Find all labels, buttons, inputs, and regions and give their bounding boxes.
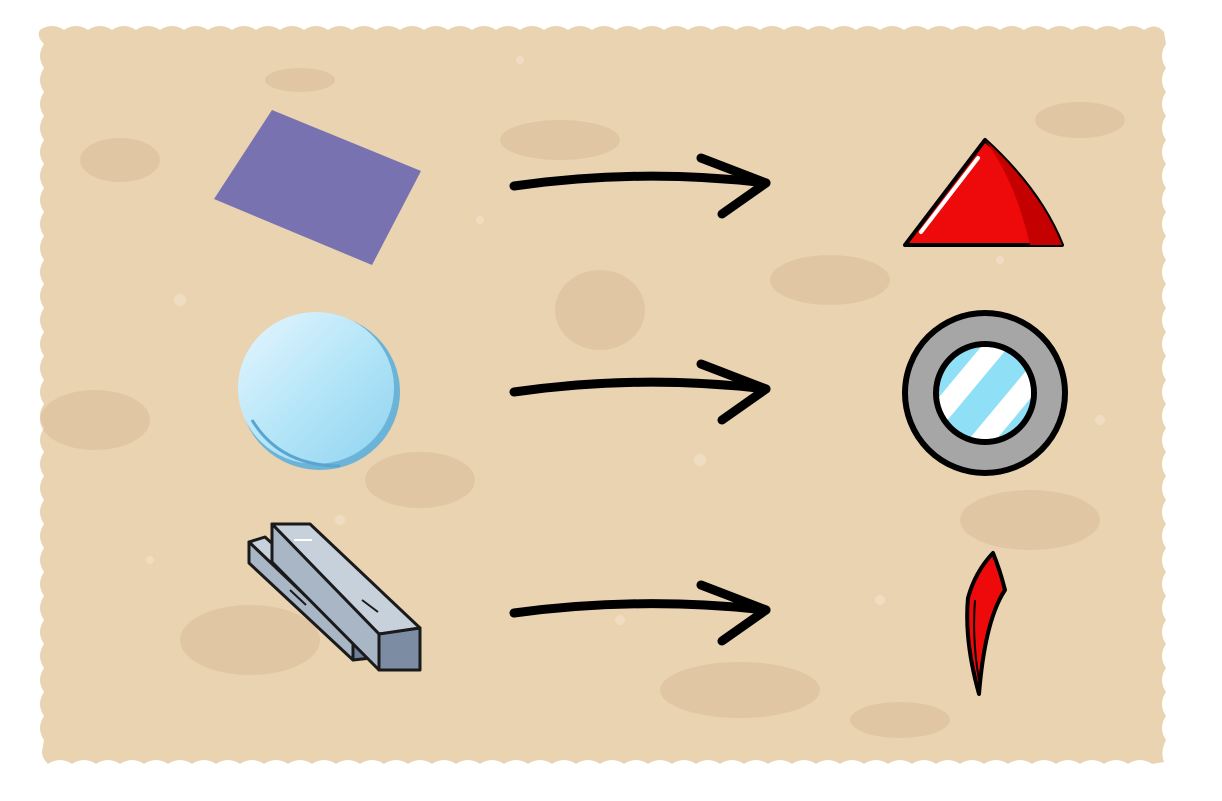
red-triangle-prism-icon [903, 138, 1064, 247]
red-curved-wedge-icon [965, 551, 1007, 696]
row-3 [247, 522, 1007, 696]
round-mirror-icon [902, 310, 1068, 476]
row-2 [238, 310, 1068, 476]
metal-bars-icon [247, 522, 422, 672]
circular-lens-icon [238, 312, 400, 470]
row-1 [214, 110, 1064, 265]
right-arrow-icon [509, 153, 771, 219]
rectangular-slab-icon [214, 110, 421, 265]
right-arrow-icon [509, 580, 771, 646]
right-arrow-icon [509, 359, 771, 425]
